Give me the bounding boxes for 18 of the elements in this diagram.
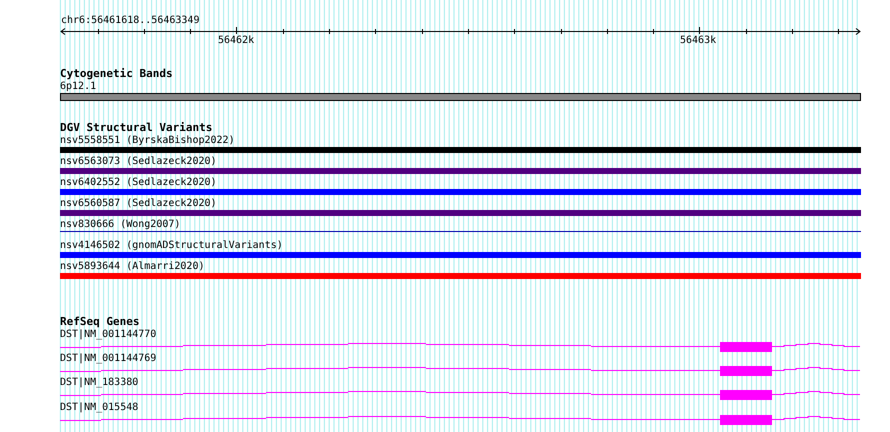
variant-label: nsv6563073 (Sedlazeck2020) [60,156,218,167]
track-title: RefSeq Genes [60,316,140,327]
transcript-label: DST|NM_001144770 [60,329,158,340]
track-title: Cytogenetic Bands [60,68,173,79]
variant-label: nsv5893644 (Almarri2020) [60,261,206,272]
variant-label: nsv6560587 (Sedlazeck2020) [60,198,218,209]
track-title: DGV Structural Variants [60,122,212,133]
tick-label: 56462k [218,35,254,46]
variant-label: nsv830666 (Wong2007) [60,219,182,230]
transcript-label: DST|NM_015548 [60,402,140,413]
location-text: chr6:56461618..56463349 [61,15,200,26]
variant-label: nsv4146502 (gnomADStructuralVariants) [60,240,284,251]
tick-label: 56463k [680,35,716,46]
transcript-label: DST|NM_183380 [60,377,140,388]
band-label: 6p12.1 [60,81,98,92]
variant-label: nsv6402552 (Sedlazeck2020) [60,177,218,188]
transcript-label: DST|NM_001144769 [60,353,158,364]
variant-label: nsv5558551 (ByrskaBishop2022) [60,135,236,146]
